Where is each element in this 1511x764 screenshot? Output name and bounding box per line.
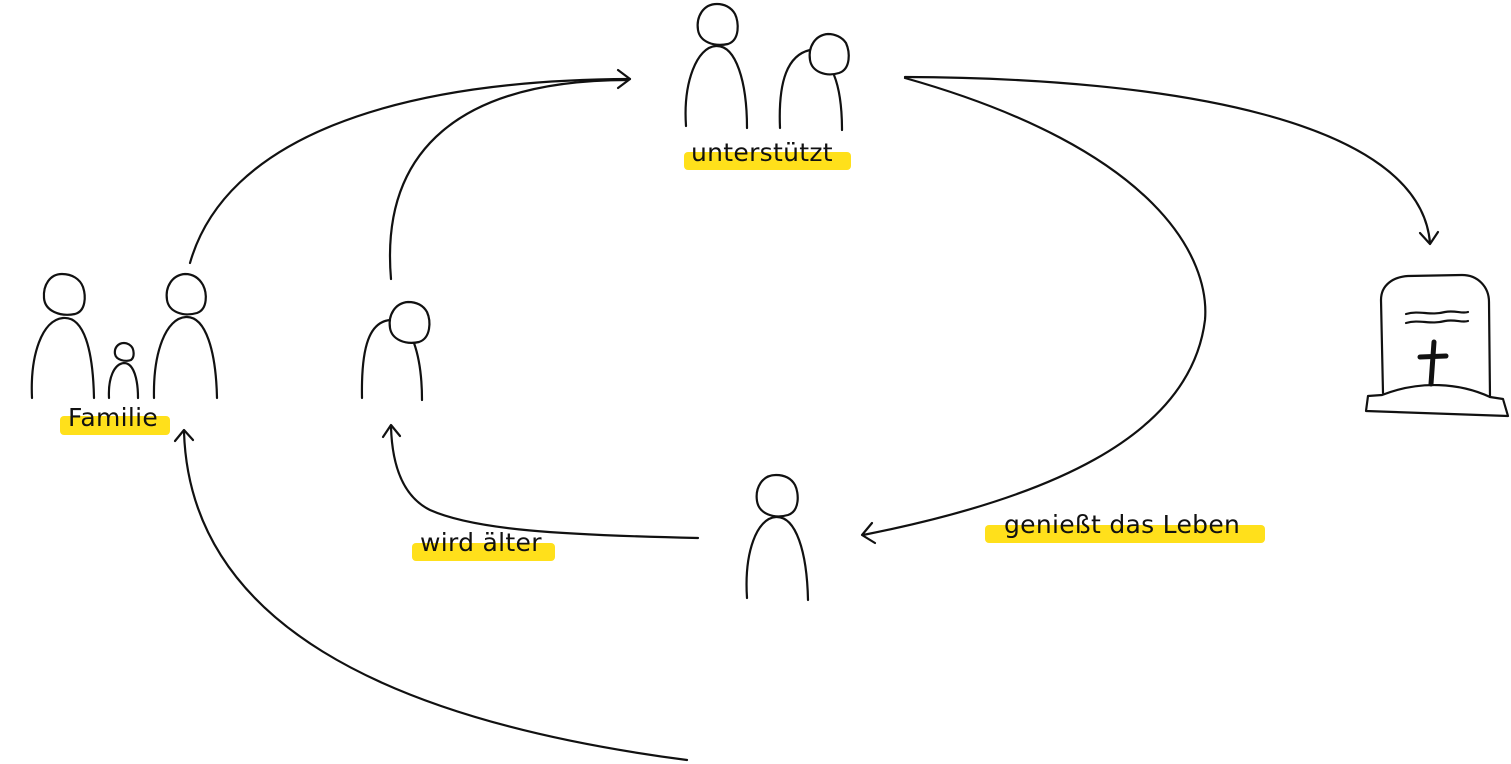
arrow-elderly-to-supports <box>388 78 630 281</box>
arrow-supports-to-person <box>860 76 1207 545</box>
family-highlight <box>60 416 170 435</box>
person-icon <box>745 473 810 602</box>
cross-icon <box>1417 339 1449 387</box>
arrow-person-to-elderly <box>381 423 700 540</box>
gravestone-icon <box>1364 273 1510 418</box>
couple-icon <box>684 2 850 132</box>
family-icon <box>30 272 219 400</box>
family-label: Familie <box>68 403 159 432</box>
supports-highlight <box>684 152 851 170</box>
elderly-person-icon <box>360 300 431 402</box>
ages-label: wird älter <box>420 528 542 557</box>
enjoys-highlight <box>985 525 1265 543</box>
ages-highlight <box>412 543 555 561</box>
arrow-bottom-to-family <box>173 428 689 762</box>
arrow-family-to-supports <box>188 68 632 265</box>
arrow-supports-to-gravestone <box>903 75 1440 246</box>
supports-label: unterstützt <box>691 138 833 167</box>
enjoys-label: genießt das Leben <box>1004 510 1241 539</box>
